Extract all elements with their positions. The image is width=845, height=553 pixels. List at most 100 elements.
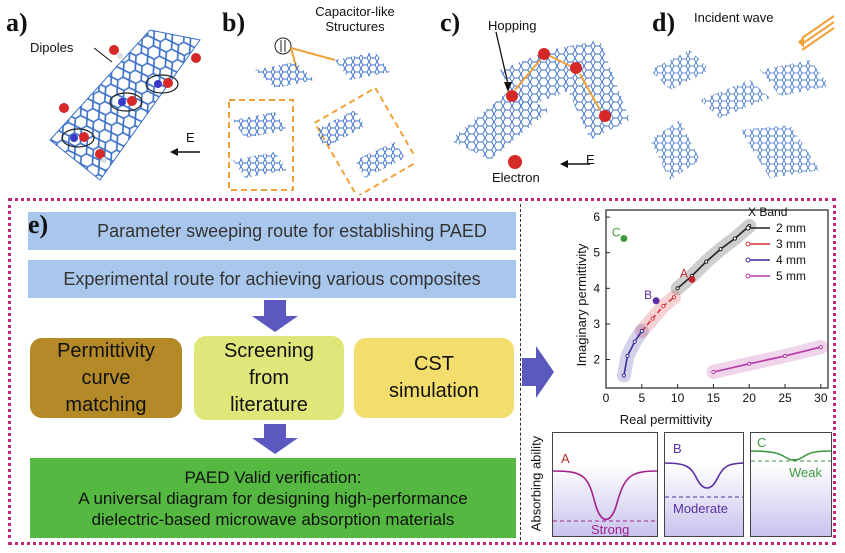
y-tick-label: 2 [593,353,600,367]
incident-wave-illustration [650,15,835,180]
panel-b-label: b) [222,8,246,37]
legend-label: 2 mm [776,221,806,235]
series-marker [818,344,823,350]
route-bar-2-text: Experimental route for achieving various… [63,268,481,289]
series-marker [711,369,716,375]
minipanel-a-letter: A [561,451,570,466]
right-arrow [522,346,554,398]
down-arrow-2 [252,424,298,454]
legend-label: 4 mm [776,253,806,267]
absorbing-ylabel-wrap: Absorbing ability [524,432,546,537]
series-marker [625,353,630,359]
series-glow [616,324,649,383]
panel-d-label: d) [652,8,676,37]
series-marker [621,373,627,378]
field-c-label: E [586,152,595,167]
panel-e-frame [8,198,836,545]
minipanel-c-label: Weak [789,465,822,480]
minipanel-b-label: Moderate [673,501,728,516]
dipoles-label: Dipoles [30,40,74,55]
y-tick-label: 6 [593,210,600,224]
field-a-label: E [186,130,195,145]
series-marker [671,295,677,300]
series-marker [704,259,709,264]
x-tick-label: 5 [638,391,645,405]
series-marker [650,316,655,321]
y-tick-label: 3 [593,317,600,331]
tick-layer: 0 5 10 15 20 25 30 2 3 4 5 6 [593,210,828,405]
chart-point-label: A [680,266,688,280]
minipanel-b-curve: B Moderate [665,441,743,516]
chart-point [620,234,628,242]
route-bar-2: Experimental route for achieving various… [28,260,516,298]
capacitor-caption: Capacitor-like Structures [315,4,395,34]
box-literature-screening-text: Screening from literature [223,339,315,416]
x-tick-label: 20 [743,391,757,405]
box-cst-simulation-text: CST simulation [388,353,480,402]
y-tick-label: 4 [593,281,600,295]
verification-bar: PAED Valid verification: A universal dia… [30,458,516,538]
minipanel-c: C Weak [750,432,832,537]
series-layer [621,223,823,378]
minipanel-a-curve: A Strong [553,451,657,537]
x-tick-label: 30 [814,391,828,405]
minipanel-c-letter: C [757,435,766,450]
chart-point [652,297,660,305]
route-bar-1: Parameter sweeping route for establishin… [28,212,516,250]
incident-wave-label: Incident wave [694,10,774,25]
box-permittivity-matching-text: Permittivity curve matching [57,339,155,416]
series-line [641,296,675,332]
minipanel-b-letter: B [673,441,682,456]
series-line [713,346,822,373]
series-marker [675,286,680,291]
y-tick-label: 5 [593,246,600,260]
x-tick-label: 0 [603,391,610,405]
minipanel-b: B Moderate [664,432,744,537]
down-arrow-1 [252,300,298,332]
x-axis-label: Real permittivity [620,412,713,427]
verification-line-2: A universal diagram for designing high-p… [78,488,468,508]
x-tick-label: 10 [671,391,685,405]
box-literature-screening: Screening from literature [194,336,344,420]
absorbing-ylabel: Absorbing ability [528,435,544,532]
legend-marker [745,257,751,263]
chart-legend: X Band 2 mm3 mm4 mm5 mm [745,205,806,283]
series-marker [718,247,723,252]
series-marker [661,304,666,309]
panel-e-label: e) [28,210,49,239]
series-marker [632,339,637,344]
minipanel-c-curve: C Weak [751,435,831,480]
series-marker [732,236,738,241]
verification-line-3: dielectric-based microwave absorption ma… [91,509,455,529]
minipanel-a: A Strong [552,432,658,537]
series-marker [782,353,788,359]
x-tick-label: 25 [778,391,792,405]
electron-label: Electron [492,170,540,185]
series-marker [639,328,644,334]
chart-point [688,275,696,283]
electron-hopping-illustration [450,31,630,169]
legend-label: 3 mm [776,237,806,251]
route-bar-1-text: Parameter sweeping route for establishin… [97,220,487,241]
legend-marker [745,241,751,247]
legend-marker [745,273,751,279]
point-layer: A B C [612,225,696,305]
minipanel-a-label: Strong [591,522,629,537]
y-axis-label: Imaginary permittivity [574,243,589,366]
hopping-label: Hopping [488,18,537,33]
chart-point-label: C [612,225,621,239]
legend-label: 5 mm [776,269,806,283]
frame-divider [520,204,521,540]
series-line [623,330,643,376]
dipoles-graphene-illustration [49,29,201,181]
series-marker [747,361,752,366]
panel-c-label: c) [440,8,461,37]
box-cst-simulation: CST simulation [354,338,514,418]
chart-point-label: B [644,288,652,302]
verification-line-1: PAED Valid verification: [184,467,362,487]
box-permittivity-matching: Permittivity curve matching [30,338,182,418]
plot-frame [605,209,829,389]
legend-marker [745,225,751,231]
x-tick-label: 15 [707,391,721,405]
